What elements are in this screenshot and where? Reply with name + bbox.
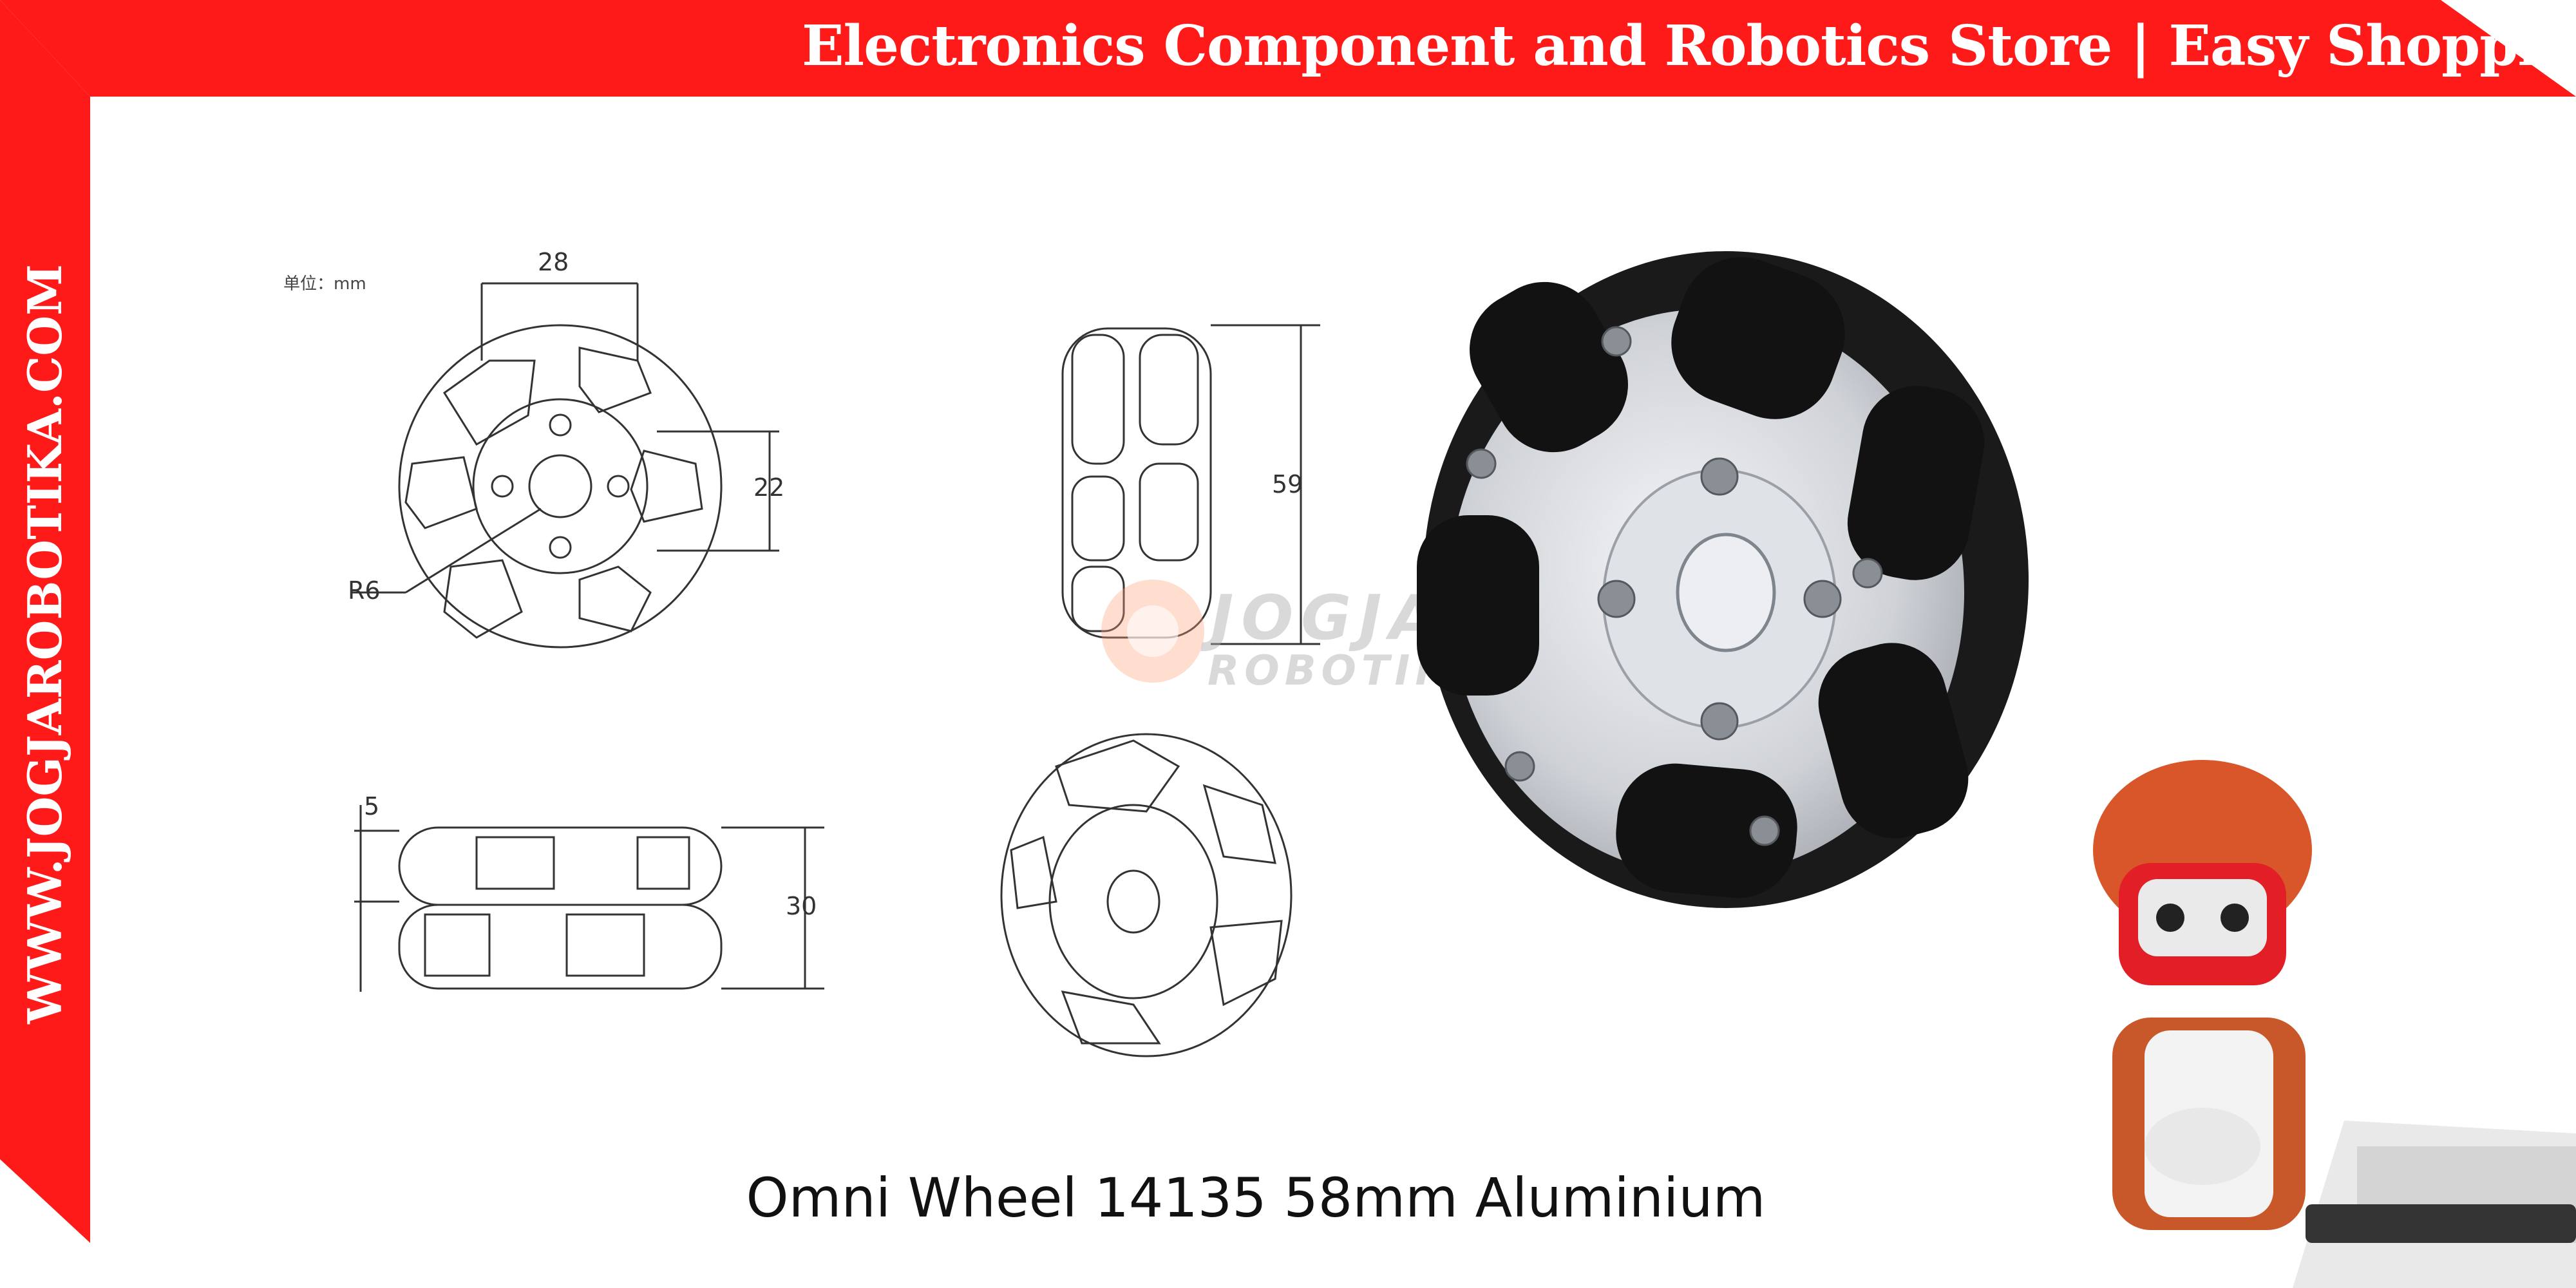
front-view-drawing <box>351 282 779 649</box>
unit-label: 单位：mm <box>283 274 366 294</box>
dimension-28: 28 <box>538 248 569 276</box>
watermark-logo-icon <box>1101 580 1204 683</box>
isometric-view-drawing <box>1000 733 1293 1057</box>
dimension-5: 5 <box>364 792 380 820</box>
watermark-line1: JOGJA <box>1211 583 1444 654</box>
left-sidebar-shape <box>0 0 90 1243</box>
product-title: Omni Wheel 14135 58mm Aluminium <box>746 1166 1766 1229</box>
robot-mascot-icon <box>2093 760 2576 1288</box>
dimension-30: 30 <box>786 892 817 920</box>
dimension-22: 22 <box>753 473 785 502</box>
hub-screws <box>1466 326 1883 846</box>
banner-title: Electronics Component and Robotics Store… <box>802 14 2576 79</box>
bottom-view-drawing <box>354 805 824 992</box>
top-banner-shape <box>0 0 2576 97</box>
dimension-r6: R6 <box>348 576 381 605</box>
omni-wheel-photo <box>1417 251 2029 908</box>
dimension-59: 59 <box>1272 470 1303 498</box>
rubber-rollers <box>1417 257 1985 898</box>
